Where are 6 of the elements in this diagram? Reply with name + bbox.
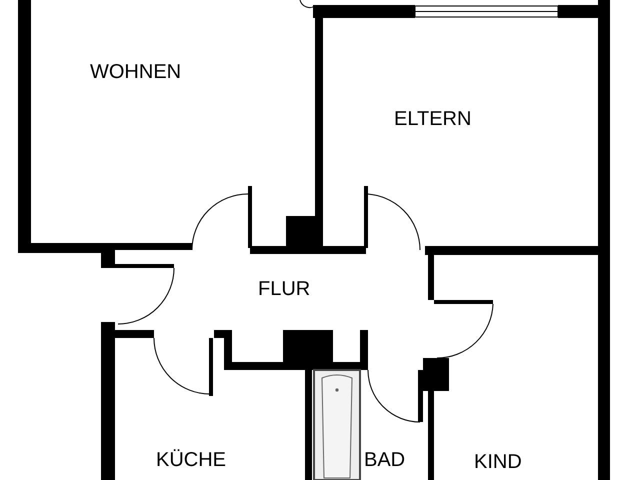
room-label: BAD	[364, 450, 406, 470]
room-label: FLUR	[258, 279, 310, 299]
room-label: KÜCHE	[156, 450, 226, 470]
room-label: KIND	[474, 452, 522, 472]
room-label: ELTERN	[394, 109, 472, 129]
room-label: WOHNEN	[90, 62, 182, 82]
